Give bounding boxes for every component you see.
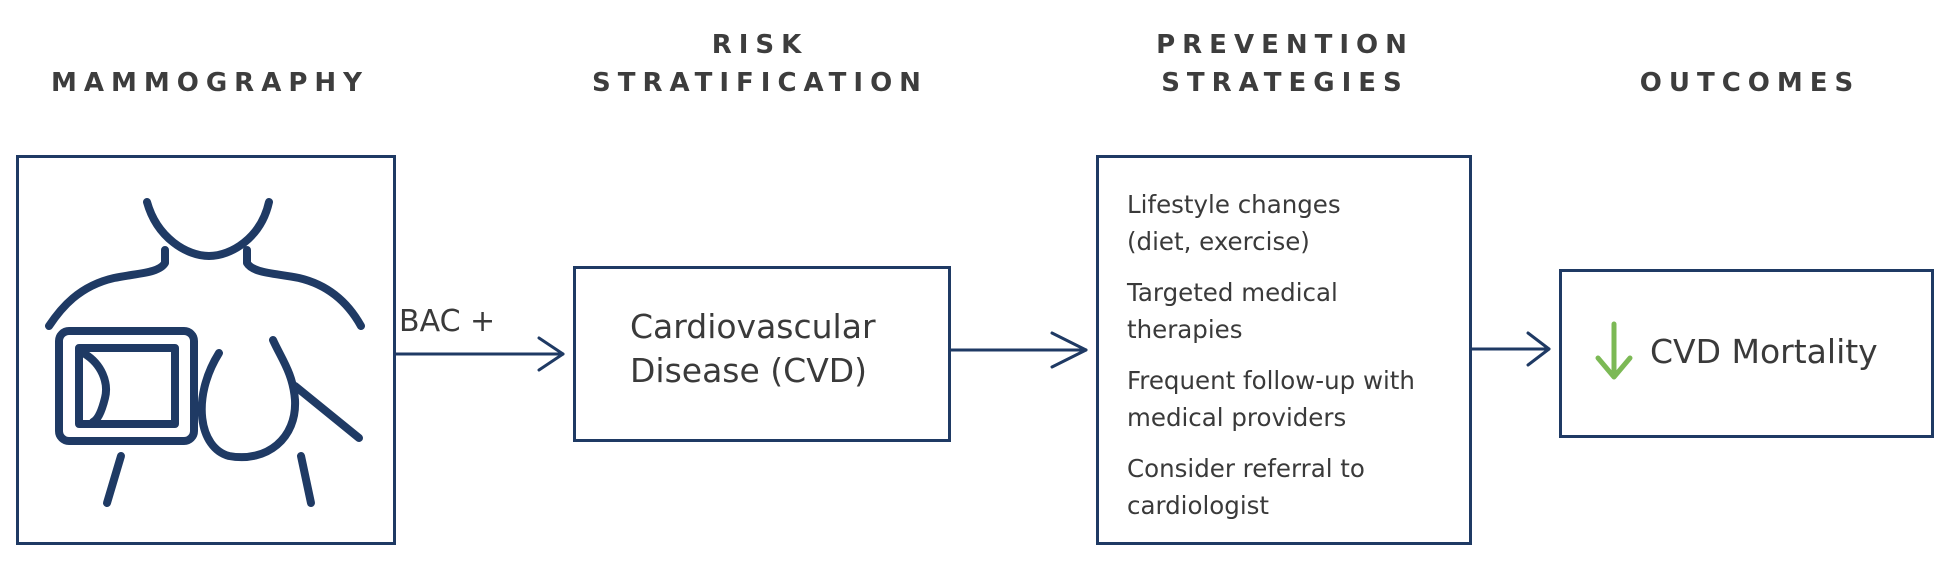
cvd-risk-box: Cardiovascular Disease (CVD) <box>573 266 951 442</box>
header-risk-stratification: RISK STRATIFICATION <box>592 30 928 98</box>
prevention-item-referral: Consider referral to cardiologist <box>1127 454 1365 520</box>
mammography-patient-icon <box>45 198 365 507</box>
prevention-item-therapies: Targeted medical therapies <box>1127 278 1338 344</box>
down-arrow-icon <box>1595 321 1633 380</box>
arrow-prevention-to-outcomes <box>1470 331 1551 367</box>
cvd-mortality-label: CVD Mortality <box>1650 332 1878 371</box>
bac-positive-label: BAC + <box>399 304 496 339</box>
prevention-list: Lifestyle changes (diet, exercise) Targe… <box>1127 186 1459 538</box>
mammography-box <box>16 155 396 545</box>
header-mammography: MAMMOGRAPHY <box>51 68 369 98</box>
header-prevention-strategies: PREVENTION STRATEGIES <box>1156 30 1414 98</box>
cvd-risk-text: Cardiovascular Disease (CVD) <box>630 307 876 390</box>
prevention-item-follow-up: Frequent follow-up with medical provider… <box>1127 366 1415 432</box>
arrow-mammography-to-risk <box>394 336 565 372</box>
header-outcomes: OUTCOMES <box>1639 68 1861 98</box>
outcome-box: CVD Mortality <box>1559 269 1934 438</box>
prevention-strategies-box: Lifestyle changes (diet, exercise) Targe… <box>1096 155 1472 545</box>
prevention-item-lifestyle: Lifestyle changes (diet, exercise) <box>1127 190 1341 256</box>
arrow-risk-to-prevention <box>949 331 1088 369</box>
